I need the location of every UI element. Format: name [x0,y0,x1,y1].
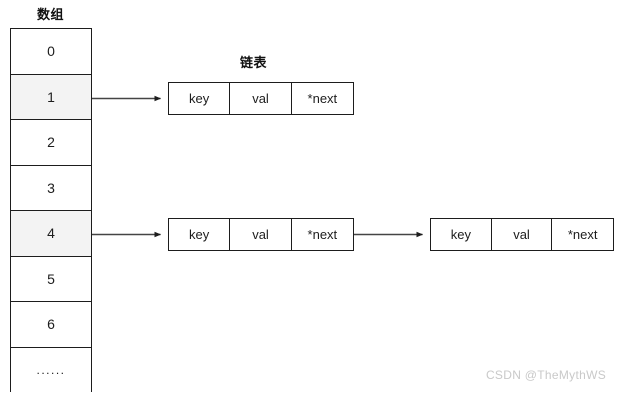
watermark-text: CSDN @TheMythWS [485,368,606,382]
list-node-bucket1-0[interactable]: key val *next [168,82,354,115]
node-field-next: *next [567,227,598,242]
array-cell-6[interactable]: 6 [11,302,91,348]
node-field-val: val [230,219,292,250]
array-title-label: 数组 [37,7,65,22]
array-cell-label: 3 [47,179,55,196]
node-field-next: *next [307,227,338,242]
array-cell-label: 5 [47,270,55,287]
node-field-key: key [431,219,492,250]
node-field-val: val [492,219,553,250]
array-container: 0 1 2 3 4 5 6 ...... [10,28,92,393]
node-field-key: key [169,219,231,250]
node-field-key: key [169,83,231,114]
array-cell-3[interactable]: 3 [11,165,91,211]
node-field-next: *next [307,91,338,106]
linkedlist-title-label: 链表 [240,55,268,70]
list-node-bucket4-1[interactable]: key val *next [430,218,614,251]
array-cell-label: 6 [47,316,55,333]
array-cell-0[interactable]: 0 [11,29,91,75]
array-cell-label: 1 [47,88,55,105]
array-cell-label: ...... [36,363,66,378]
array-cell-4[interactable]: 4 [11,211,91,257]
array-cell-label: 2 [47,134,55,151]
list-node-bucket4-0[interactable]: key val *next [168,218,354,251]
array-cell-2[interactable]: 2 [11,120,91,166]
array-cell-label: 0 [47,43,55,60]
array-cell-label: 4 [47,225,55,242]
array-cell-ellipsis[interactable]: ...... [11,347,91,393]
array-cell-1[interactable]: 1 [11,74,91,120]
array-cell-5[interactable]: 5 [11,256,91,302]
node-field-val: val [230,83,292,114]
